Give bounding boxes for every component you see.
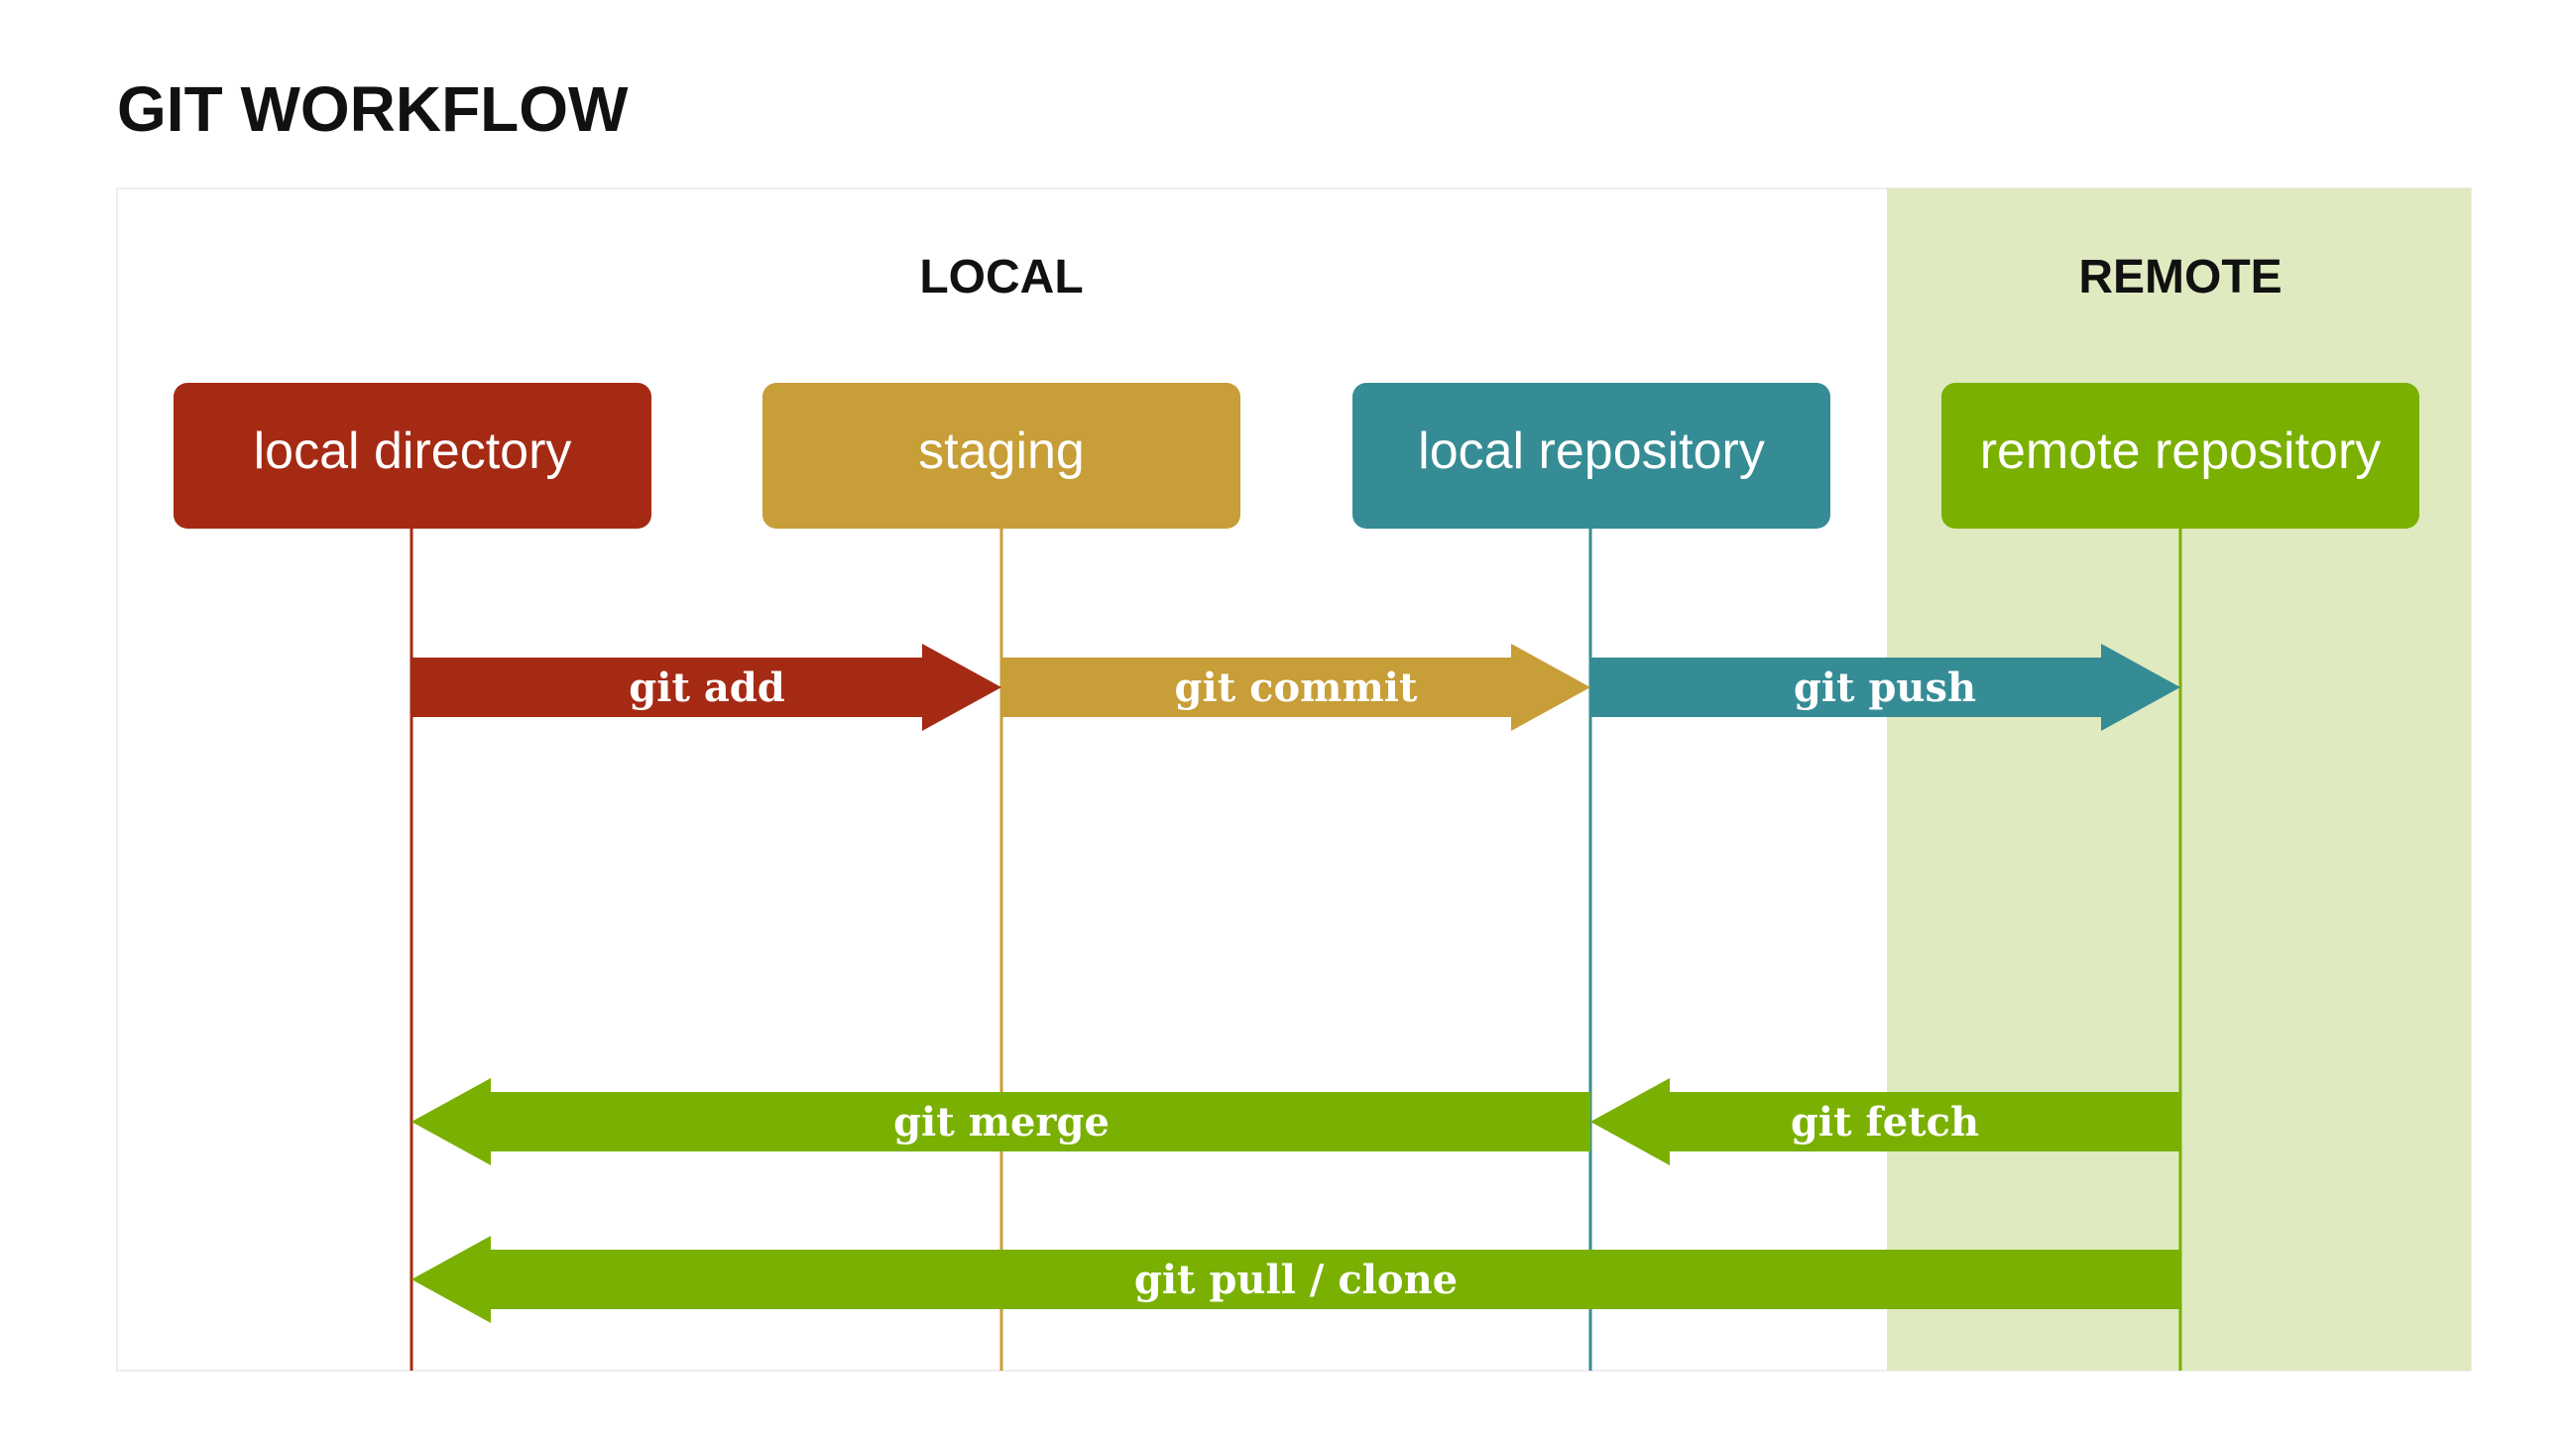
page-title: GIT WORKFLOW <box>117 73 629 145</box>
node-box <box>1352 383 1830 529</box>
arrow-shape <box>1001 644 1590 731</box>
arrow-shape <box>411 644 1001 731</box>
arrow-label: git add <box>629 664 784 711</box>
arrow-git-add: git add <box>411 644 1001 731</box>
arrow-shape <box>1590 644 2180 731</box>
arrow-git-push: git push <box>1590 644 2180 731</box>
node-local-directory: local directory <box>174 383 651 529</box>
section-label-local: LOCAL <box>919 251 1083 303</box>
arrow-label: git fetch <box>1791 1099 1979 1146</box>
node-box <box>174 383 651 529</box>
arrow-label: git commit <box>1175 664 1418 711</box>
arrow-label: git push <box>1794 664 1976 711</box>
arrow-shape <box>1590 1078 2180 1165</box>
arrow-shape <box>411 1236 2180 1323</box>
section-label-remote: REMOTE <box>2078 251 2282 303</box>
node-label: local directory <box>254 423 572 480</box>
arrow-label: git pull / clone <box>1134 1257 1458 1303</box>
arrow-git-fetch: git fetch <box>1590 1078 2180 1165</box>
arrow-label: git merge <box>893 1099 1110 1146</box>
arrow-git-merge: git merge <box>411 1078 1590 1165</box>
arrow-shape <box>411 1078 1590 1165</box>
node-remote-repository: remote repository <box>1941 383 2419 529</box>
node-label: staging <box>918 423 1085 480</box>
arrow-git-pull-clone: git pull / clone <box>411 1236 2180 1323</box>
node-label: remote repository <box>1980 423 2382 480</box>
node-staging: staging <box>762 383 1240 529</box>
arrow-git-commit: git commit <box>1001 644 1590 731</box>
node-box <box>1941 383 2419 529</box>
node-box <box>762 383 1240 529</box>
node-local-repository: local repository <box>1352 383 1830 529</box>
node-label: local repository <box>1418 423 1765 480</box>
